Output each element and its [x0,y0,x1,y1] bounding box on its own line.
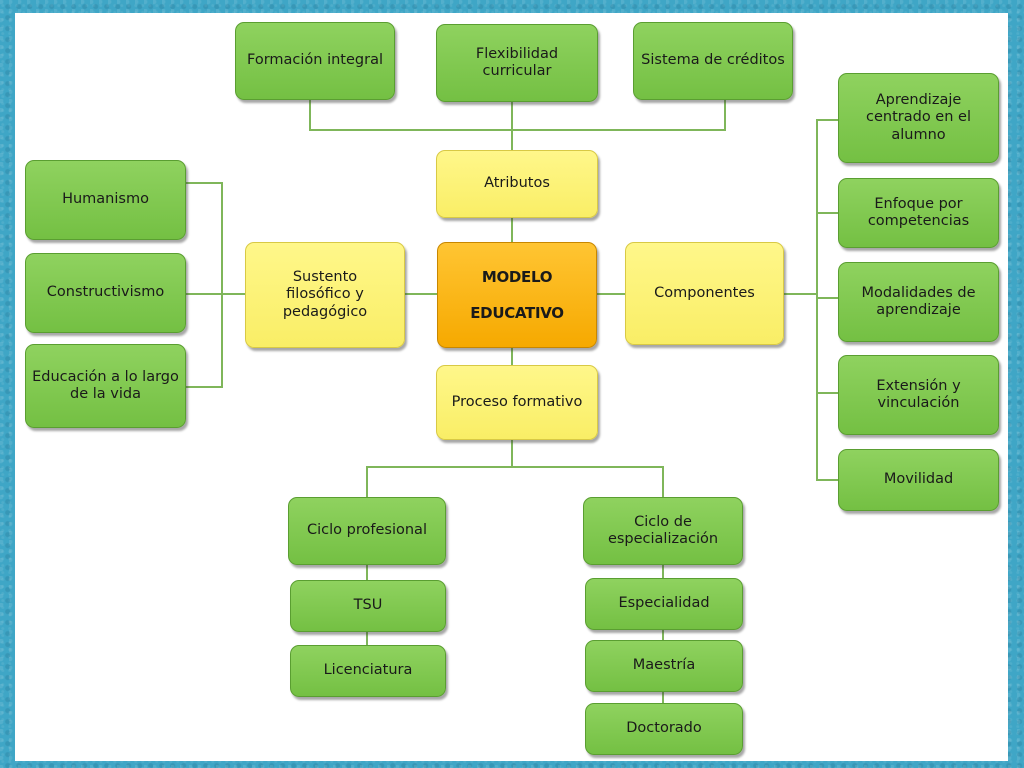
node-movilidad: Movilidad [838,449,999,511]
node-constructivismo: Constructivismo [25,253,186,333]
node-especialidad: Especialidad [585,578,743,630]
node-tsu: TSU [290,580,446,632]
node-ciclo-profesional: Ciclo profesional [288,497,446,565]
node-formacion-integral: Formación integral [235,22,395,100]
node-modelo-educativo: MODELO EDUCATIVO [437,242,597,348]
node-flexibilidad-curricular: Flexibilidad curricular [436,24,598,102]
node-licenciatura: Licenciatura [290,645,446,697]
node-ciclo-especializacion: Ciclo de especialización [583,497,743,565]
node-aprendizaje-centrado: Aprendizaje centrado en el alumno [838,73,999,163]
node-atributos: Atributos [436,150,598,218]
node-modalidades-aprendizaje: Modalidades de aprendizaje [838,262,999,342]
node-humanismo: Humanismo [25,160,186,240]
center-line2: EDUCATIVO [470,304,564,322]
node-componentes: Componentes [625,242,784,345]
node-sustento: Sustento filosófico y pedagógico [245,242,405,348]
node-sistema-creditos: Sistema de créditos [633,22,793,100]
node-educacion-vida: Educación a lo largo de la vida [25,344,186,428]
node-doctorado: Doctorado [585,703,743,755]
node-proceso-formativo: Proceso formativo [436,365,598,440]
connector-proceso-branch [366,466,664,497]
connector-sustento-branch [186,182,223,388]
connector-atributos-branch [309,100,726,131]
node-maestria: Maestría [585,640,743,692]
node-extension-vinculacion: Extensión y vinculación [838,355,999,435]
center-line1: MODELO [481,268,553,286]
connector-componentes-branch [816,119,838,481]
node-enfoque-competencias: Enfoque por competencias [838,178,999,248]
